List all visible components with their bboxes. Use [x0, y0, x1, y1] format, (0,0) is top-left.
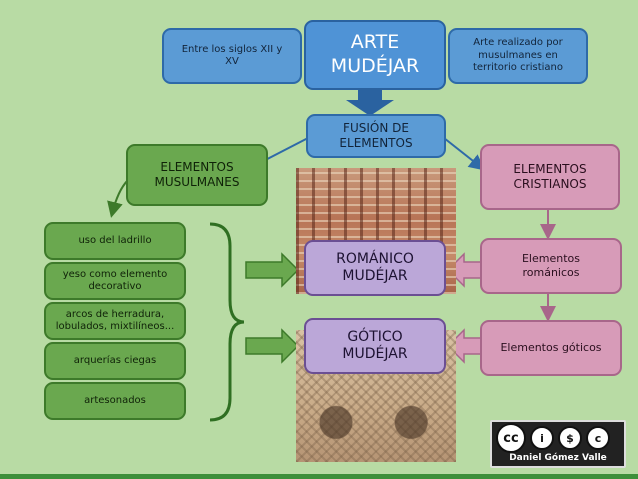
muslim-item-ladrillo: uso del ladrillo	[44, 222, 186, 260]
green-arrow-romanico	[245, 252, 300, 288]
share-alike-icon: c	[586, 426, 610, 450]
noncommercial-icon: $	[558, 426, 582, 450]
brace	[209, 222, 245, 422]
bottom-bar	[0, 474, 638, 479]
elementos-cristianos-box: ELEMENTOS CRISTIANOS	[480, 144, 620, 210]
muslim-item-yeso: yeso como elemento decorativo	[44, 262, 186, 300]
elementos-goticos-box: Elementos góticos	[480, 320, 622, 376]
author-name: Daniel Gómez Valle	[509, 453, 607, 463]
license-icons: cc i $ c	[496, 423, 622, 453]
elementos-musulmanes-box: ELEMENTOS MUSULMANES	[126, 144, 268, 206]
muslim-item-arcos: arcos de herradura, lobulados, mixtilíne…	[44, 302, 186, 340]
green-arrow-gotico	[245, 328, 300, 364]
title-arte-mudejar: ARTE MUDÉJAR	[304, 20, 446, 90]
date-range-note: Entre los siglos XII y XV	[162, 28, 302, 84]
muslim-item-artesonados: artesonados	[44, 382, 186, 420]
main-down-arrow	[346, 88, 394, 116]
gotico-mudejar-box: GÓTICO MUDÉJAR	[304, 318, 446, 374]
attribution-icon: i	[530, 426, 554, 450]
license-badge: cc i $ c Daniel Gómez Valle	[490, 420, 626, 468]
arrow-fusion-cristianos	[443, 137, 486, 171]
definition-note: Arte realizado por musulmanes en territo…	[448, 28, 588, 84]
elementos-romanicos-box: Elementos románicos	[480, 238, 622, 294]
fusion-box: FUSIÓN DE ELEMENTOS	[306, 114, 446, 158]
romanico-mudejar-box: ROMÁNICO MUDÉJAR	[304, 240, 446, 296]
cc-icon: cc	[496, 423, 526, 453]
muslim-item-arquerias: arquerías ciegas	[44, 342, 186, 380]
